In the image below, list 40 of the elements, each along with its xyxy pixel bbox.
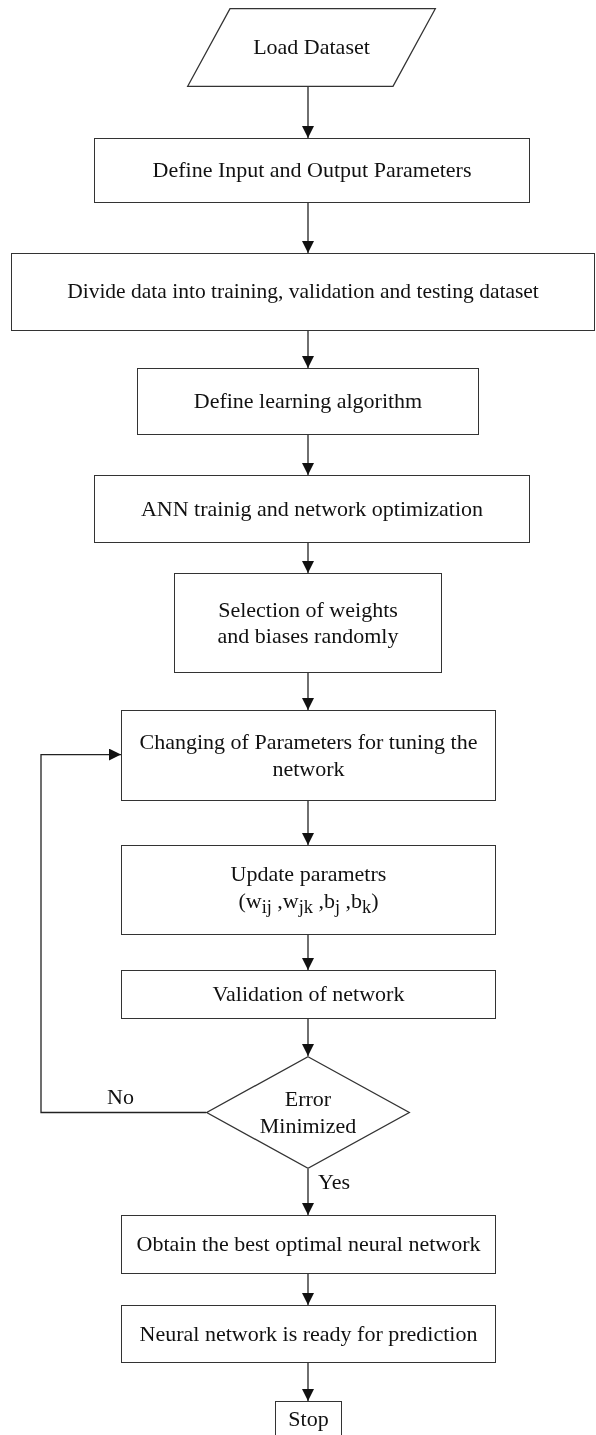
arrow xyxy=(302,1273,314,1306)
process-box xyxy=(121,1215,496,1274)
arrow xyxy=(302,202,314,254)
arrow xyxy=(302,1362,314,1402)
step-label: Neural network is ready for prediction xyxy=(139,1320,478,1348)
arrow xyxy=(302,542,314,574)
process-box xyxy=(275,1401,342,1435)
process-box xyxy=(121,845,496,935)
step-label: Stop xyxy=(288,1405,329,1433)
parameter-list: (w$_{ij}$ ,w$_{jk}$ ,b$_{j}$ ,b$_{k}$) xyxy=(238,887,379,919)
arrow xyxy=(302,672,314,711)
step-label: Update parametrs xyxy=(230,861,387,888)
process-box xyxy=(11,253,595,331)
step-label: Obtain the best optimal neural network xyxy=(136,1231,481,1258)
process-box xyxy=(94,138,530,203)
arrow xyxy=(40,748,207,1114)
process-box xyxy=(137,368,479,435)
arrow xyxy=(302,1168,314,1216)
arrow xyxy=(302,86,314,139)
input-parallelogram xyxy=(187,8,436,87)
arrow xyxy=(302,1018,314,1057)
step-label: Selection of weights and biases randomly xyxy=(216,596,400,650)
arrow xyxy=(302,800,314,846)
decision-diamond xyxy=(206,1056,410,1169)
step-label: Divide data into training, validation and testing dataset xyxy=(67,279,539,305)
step-label: Load Dataset xyxy=(253,34,370,61)
arrow xyxy=(302,330,314,369)
step-label: Error Minimized xyxy=(258,1086,358,1139)
arrow xyxy=(302,434,314,476)
process-box xyxy=(174,573,442,673)
process-box xyxy=(94,475,530,543)
step-label: Define Input and Output Parameters xyxy=(152,157,472,184)
arrow xyxy=(302,934,314,971)
step-label: ANN trainig and network optimization xyxy=(140,495,484,523)
process-box xyxy=(121,1305,496,1363)
step-label: Define learning algorithm xyxy=(193,388,423,415)
process-box xyxy=(121,710,496,801)
process-box xyxy=(121,970,496,1019)
step-label: Validation of network xyxy=(212,981,405,1008)
step-label: Changing of Parameters for tuning the network xyxy=(138,729,479,782)
